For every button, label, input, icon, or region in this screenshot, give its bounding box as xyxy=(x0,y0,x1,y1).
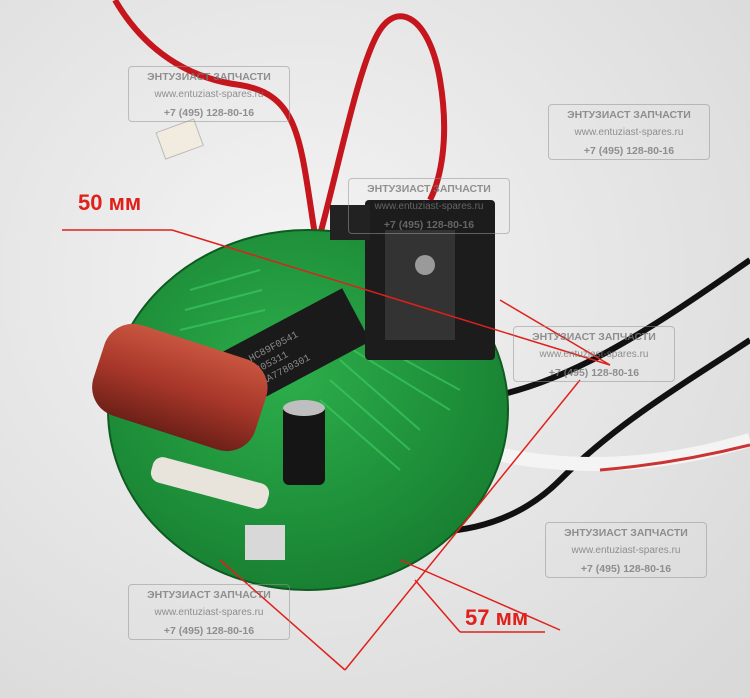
watermark: ЭНТУЗИАСТ ЗАПЧАСТИ www.entuziast-spares.… xyxy=(548,104,710,160)
watermark-title: ЭНТУЗИАСТ ЗАПЧАСТИ xyxy=(147,589,271,601)
film-capacitor xyxy=(92,323,268,452)
white-cable xyxy=(478,433,750,471)
watermark-site: www.entuziast-spares.ru xyxy=(154,89,264,100)
watermark-site: www.entuziast-spares.ru xyxy=(574,127,684,138)
watermark-title: ЭНТУЗИАСТ ЗАПЧАСТИ xyxy=(532,331,656,343)
watermark-site: www.entuziast-spares.ru xyxy=(539,349,649,360)
watermark-phone: +7 (495) 128-80-16 xyxy=(583,145,675,157)
width-dimension-label: 50 мм xyxy=(78,190,142,215)
watermark-title: ЭНТУЗИАСТ ЗАПЧАСТИ xyxy=(367,183,491,195)
watermark: ЭНТУЗИАСТ ЗАПЧАСТИ www.entuziast-spares.… xyxy=(128,66,290,122)
watermark-phone: +7 (495) 128-80-16 xyxy=(163,107,255,119)
watermark-site: www.entuziast-spares.ru xyxy=(571,545,681,556)
watermark-phone: +7 (495) 128-80-16 xyxy=(548,367,640,379)
power-resistor xyxy=(150,457,270,509)
dimension-lines xyxy=(62,229,611,671)
wire-connector xyxy=(155,118,204,160)
watermark: ЭНТУЗИАСТ ЗАПЧАСТИ www.entuziast-spares.… xyxy=(545,522,707,578)
red-wire-2 xyxy=(317,13,448,236)
watermark-site: www.entuziast-spares.ru xyxy=(374,201,484,212)
watermark-phone: +7 (495) 128-80-16 xyxy=(163,625,255,637)
watermark-title: ЭНТУЗИАСТ ЗАПЧАСТИ xyxy=(564,527,688,539)
watermark: ЭНТУЗИАСТ ЗАПЧАСТИ www.entuziast-spares.… xyxy=(128,584,290,640)
watermark-phone: +7 (495) 128-80-16 xyxy=(383,219,475,231)
watermark-title: ЭНТУЗИАСТ ЗАПЧАСТИ xyxy=(567,109,691,121)
watermark-site: www.entuziast-spares.ru xyxy=(154,607,264,618)
height-dimension-label: 57 мм xyxy=(465,605,529,630)
electrolytic-capacitor xyxy=(283,405,325,485)
terminal xyxy=(245,525,285,560)
red-wire xyxy=(112,0,318,236)
watermark-title: ЭНТУЗИАСТ ЗАПЧАСТИ xyxy=(147,71,271,83)
watermark-phone: +7 (495) 128-80-16 xyxy=(580,563,672,575)
watermark: ЭНТУЗИАСТ ЗАПЧАСТИ www.entuziast-spares.… xyxy=(348,178,510,234)
watermark: ЭНТУЗИАСТ ЗАПЧАСТИ www.entuziast-spares.… xyxy=(513,326,675,382)
